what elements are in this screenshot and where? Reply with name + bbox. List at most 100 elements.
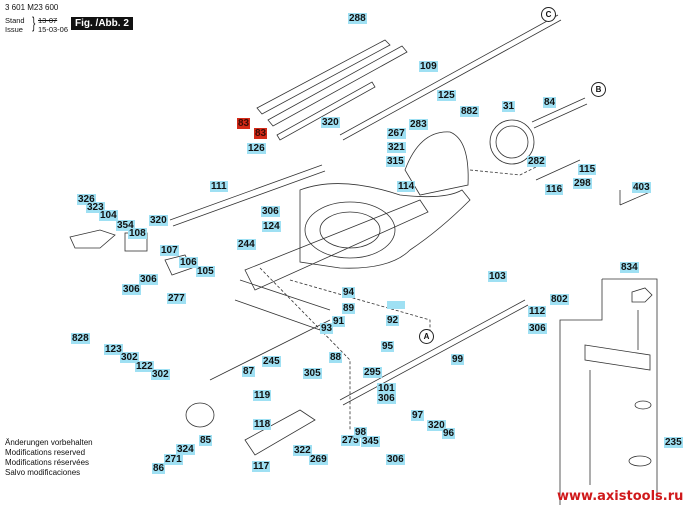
part-label: 125 <box>437 90 456 101</box>
stand-issue-labels: Stand Issue <box>5 16 25 34</box>
part-label: 244 <box>237 239 256 250</box>
rod-111 <box>169 164 326 227</box>
part-label: 97 <box>411 410 425 421</box>
stand-label: Stand <box>5 16 25 25</box>
part-label: 298 <box>573 178 592 189</box>
part-label-highlighted: 83 <box>237 118 251 129</box>
part-label: 111 <box>210 181 228 192</box>
part-label: 101 <box>377 383 396 394</box>
note-line: Modifications réservées <box>5 458 90 467</box>
part-label: 267 <box>387 128 406 139</box>
part-label: 306 <box>528 323 547 334</box>
callout-b: B <box>591 82 606 97</box>
figure-label: Fig. /Abb. 2 <box>71 17 133 30</box>
part-label: 96 <box>442 428 456 439</box>
part-label: 834 <box>620 262 639 273</box>
part-label: 275 <box>341 435 360 446</box>
part-label: 321 <box>387 142 406 153</box>
rod-109 <box>339 14 562 141</box>
part-label: 320 <box>321 117 340 128</box>
part-label: 91 <box>332 316 346 327</box>
brace-glyph: } <box>32 15 36 32</box>
part-label: 302 <box>120 352 139 363</box>
hex-key <box>619 190 651 206</box>
part-label: 306 <box>122 284 141 295</box>
part-label: 828 <box>71 333 90 344</box>
modification-notes: Änderungen vorbehalten Modifications res… <box>5 438 93 478</box>
part-label-highlighted: 83 <box>254 128 268 139</box>
part-label: 105 <box>196 266 215 277</box>
rod-99 <box>339 299 529 406</box>
part-label: 306 <box>377 393 396 404</box>
part-label: 320 <box>149 215 168 226</box>
part-label: 112 <box>528 306 547 317</box>
part-label: 126 <box>247 143 266 154</box>
blank-label <box>387 301 405 309</box>
wheel-31 <box>489 119 535 165</box>
rail-part <box>256 39 408 141</box>
part-label: 345 <box>361 436 380 447</box>
part-label: 245 <box>262 356 281 367</box>
part-label: 302 <box>151 369 170 380</box>
part-label: 93 <box>320 323 334 334</box>
part-label: 277 <box>167 293 186 304</box>
part-label: 326 <box>77 194 96 205</box>
part-label: 295 <box>363 367 382 378</box>
part-label: 354 <box>116 220 135 231</box>
part-label: 89 <box>342 303 356 314</box>
part-label: 84 <box>543 97 557 108</box>
part-label: 320 <box>427 420 446 431</box>
note-line: Modifications reserved <box>5 448 86 457</box>
part-label: 95 <box>381 341 395 352</box>
part-label: 104 <box>99 210 118 221</box>
stand-date: 13-07 <box>38 16 58 25</box>
part-label: 115 <box>578 164 597 175</box>
note-line: Änderungen vorbehalten <box>5 438 93 447</box>
part-label: 107 <box>160 245 179 256</box>
part-label: 122 <box>135 361 154 372</box>
part-label: 282 <box>527 156 546 167</box>
part-label: 99 <box>451 354 465 365</box>
part-label: 94 <box>342 287 356 298</box>
callout-c: C <box>541 7 556 22</box>
part-label: 92 <box>386 315 400 326</box>
part-label: 306 <box>261 206 280 217</box>
part-label: 324 <box>176 444 195 455</box>
part-label: 98 <box>354 427 368 438</box>
part-label: 323 <box>86 202 105 213</box>
part-label: 283 <box>409 119 428 130</box>
callout-a: A <box>419 329 434 344</box>
part-label: 306 <box>139 274 158 285</box>
part-label: 123 <box>104 344 123 355</box>
part-label: 114 <box>397 181 416 192</box>
part-label: 288 <box>348 13 367 24</box>
part-label: 403 <box>632 182 651 193</box>
note-line: Salvo modificaciones <box>5 468 81 477</box>
saw-table <box>299 183 471 269</box>
watermark-link[interactable]: www.axistools.ru <box>557 489 684 504</box>
part-label: 271 <box>164 454 183 465</box>
part-number: 3 601 M23 600 <box>5 3 59 12</box>
part-label: 106 <box>179 257 198 268</box>
part-label: 85 <box>199 435 213 446</box>
part-label: 235 <box>664 437 683 448</box>
part-label: 124 <box>262 221 281 232</box>
issue-date: 15-03-06 <box>38 25 69 34</box>
part-label: 87 <box>242 366 256 377</box>
part-label: 108 <box>128 228 147 239</box>
part-label: 882 <box>460 106 479 117</box>
part-label: 86 <box>152 463 166 474</box>
part-label: 322 <box>293 445 312 456</box>
part-label: 305 <box>303 368 322 379</box>
part-label: 31 <box>502 101 516 112</box>
part-label: 116 <box>545 184 564 195</box>
part-label: 117 <box>252 461 271 472</box>
arm <box>244 199 429 291</box>
blade-guard <box>404 131 469 196</box>
part-label: 109 <box>419 61 438 72</box>
part-label: 306 <box>386 454 405 465</box>
part-label: 802 <box>550 294 569 305</box>
issue-label: Issue <box>5 25 23 34</box>
part-label: 118 <box>253 419 272 430</box>
